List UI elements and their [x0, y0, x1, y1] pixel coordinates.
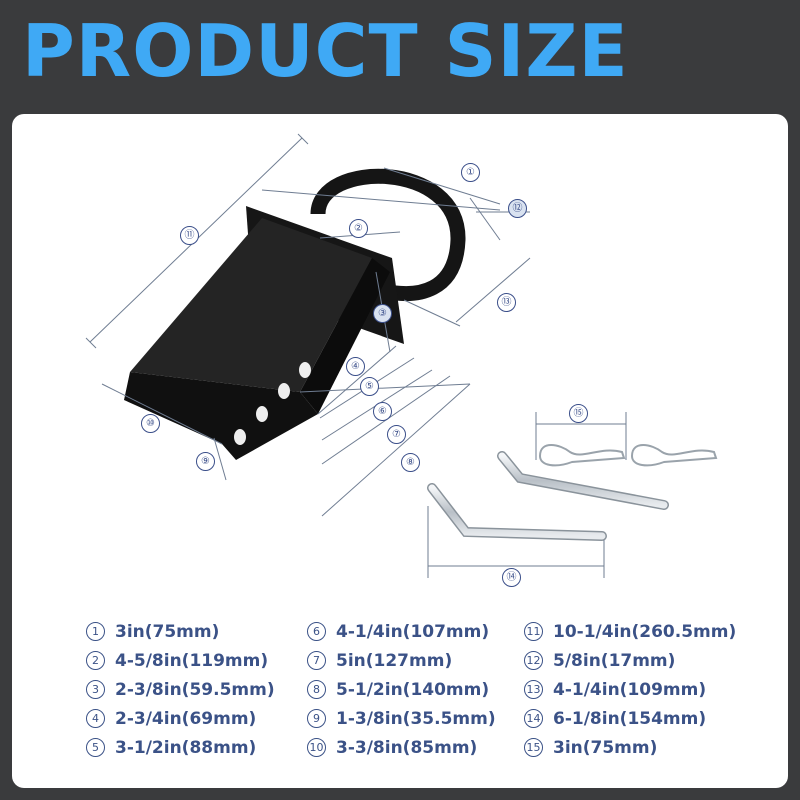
dim-marker-1: ①: [461, 163, 480, 182]
dim-marker-13: ⑬: [497, 293, 516, 312]
tube-top: [130, 218, 372, 392]
dim-marker-4: ④: [346, 357, 365, 376]
product-panel: [12, 114, 788, 788]
d-ring: [310, 168, 466, 301]
dim-marker-15: ⑮: [569, 404, 588, 423]
tube-front: [124, 372, 318, 460]
dim-marker-10: ⑩: [141, 414, 160, 433]
dim-marker-6: ⑥: [373, 402, 392, 421]
tube-side: [300, 258, 390, 414]
dim-marker-11: ⑪: [180, 226, 199, 245]
dim-marker-8: ⑧: [401, 453, 420, 472]
dim-marker-14: ⑭: [502, 568, 521, 587]
hairpin-clips: [538, 444, 718, 467]
dim-marker-9: ⑨: [196, 452, 215, 471]
dim-marker-12: ⑫: [508, 199, 527, 218]
dim-marker-2: ②: [349, 219, 368, 238]
dim-marker-7: ⑦: [387, 425, 406, 444]
pins: [427, 451, 669, 541]
dim-marker-3: ③: [373, 304, 392, 323]
page-title: PRODUCT SIZE: [22, 9, 629, 93]
tube-holes: [234, 362, 311, 445]
dim-marker-5: ⑤: [360, 377, 379, 396]
